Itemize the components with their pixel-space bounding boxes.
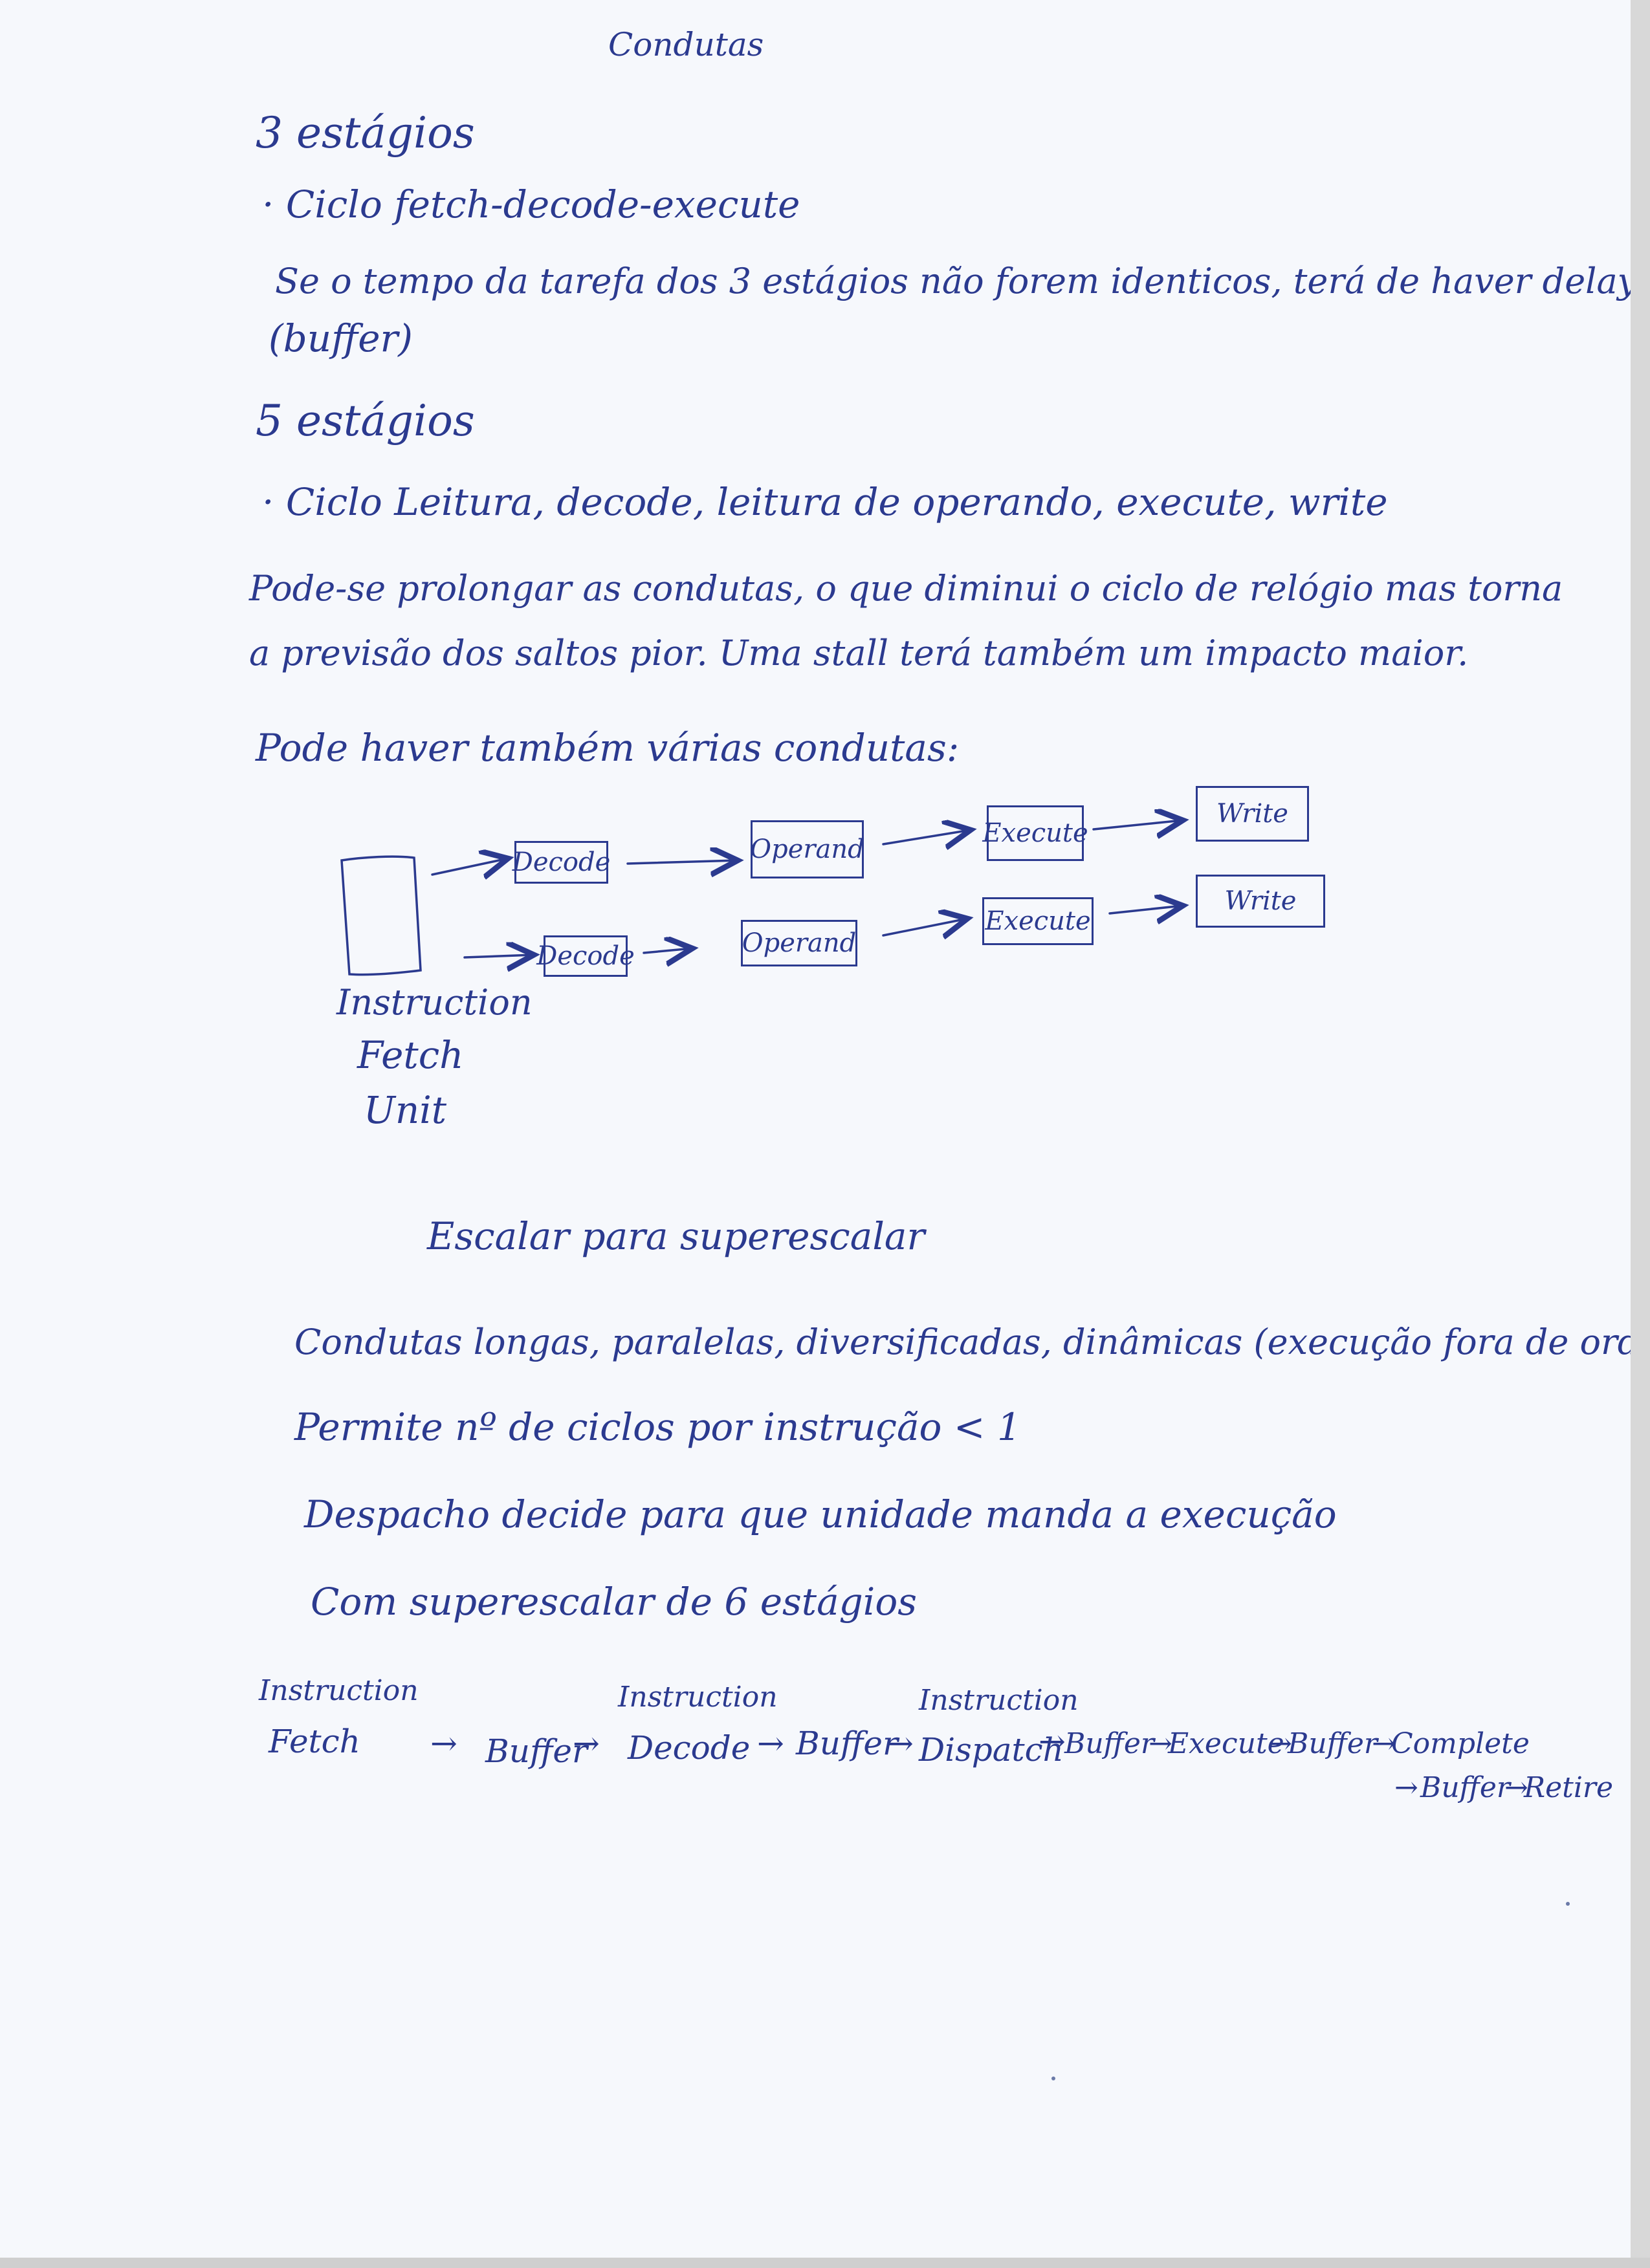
flow-fetch-line1: Instruction: [259, 1674, 419, 1707]
flow-decode-line2: Decode: [628, 1729, 751, 1767]
arrow-row1-1: [431, 858, 508, 875]
scan-edge-bottom: [0, 2258, 1650, 2268]
page-speck: [1566, 1902, 1570, 1906]
scan-edge-right: [1631, 0, 1650, 2268]
superscalar-line-1: Condutas longas, paralelas, diversificad…: [294, 1322, 1631, 1362]
flow-buffer-4: Buffer: [1288, 1727, 1378, 1760]
bullet-fetch-decode-execute: · Ciclo fetch-decode-execute: [262, 182, 800, 226]
flow-complete: Complete: [1391, 1727, 1530, 1760]
row1-execute-box: Execute: [982, 805, 1088, 861]
text-prolong-line2: a previsão dos saltos pior. Uma stall te…: [249, 633, 1469, 673]
fetch-unit-shape: [340, 855, 422, 976]
flow-fetch-line2: Fetch: [269, 1723, 360, 1760]
flow-arrow-1: →: [430, 1725, 457, 1762]
page-speck: [1051, 2077, 1055, 2080]
text-multiple-pipelines: Pode haver também várias condutas:: [256, 726, 960, 770]
arrow-row1-4: [1092, 820, 1183, 829]
fetch-unit-label-3: Unit: [364, 1088, 447, 1132]
flow-buffer-2: Buffer: [796, 1725, 898, 1762]
flow-buffer-1: Buffer: [485, 1732, 588, 1770]
arrow-row2-2: [643, 948, 692, 953]
flow-dispatch-line1: Instruction: [919, 1684, 1079, 1717]
flow-arrow-5: →: [1039, 1723, 1066, 1760]
row2-decode-box: Decode: [536, 935, 635, 977]
row1-write-box: Write: [1196, 786, 1309, 842]
arrow-row1-3: [882, 830, 971, 844]
flow-retire: Retire: [1524, 1771, 1613, 1804]
flow-buffer-5: Buffer: [1420, 1771, 1510, 1804]
arrow-row2-3: [882, 919, 967, 935]
flow-execute: Execute: [1168, 1727, 1284, 1760]
row2-execute-box: Execute: [982, 897, 1094, 945]
bullet-five-stage-cycle: · Ciclo Leitura, decode, leitura de oper…: [262, 480, 1388, 524]
flow-arrow-3: →: [757, 1725, 784, 1762]
text-delays-line2: (buffer): [269, 316, 413, 360]
flow-arrow-8: →: [1372, 1727, 1396, 1760]
heading-5-stages: 5 estágios: [256, 396, 475, 446]
superscalar-line-2: Permite nº de ciclos por instrução < 1: [294, 1405, 1021, 1449]
fetch-unit-label-1: Instruction: [336, 982, 533, 1023]
heading-3-stages: 3 estágios: [256, 108, 475, 158]
flow-dispatch-line2: Dispatch: [919, 1731, 1064, 1769]
text-prolong-line1: Pode-se prolongar as condutas, o que dim…: [249, 568, 1563, 609]
row1-operand-box: Operand: [750, 820, 864, 878]
flow-arrow-10: →: [1504, 1771, 1528, 1804]
row2-write-box: Write: [1196, 875, 1325, 928]
arrow-row2-1: [463, 955, 534, 957]
arrow-row1-2: [626, 860, 738, 864]
row1-decode-box: Decode: [512, 841, 610, 884]
flow-arrow-7: →: [1268, 1727, 1292, 1760]
flow-arrow-2: →: [573, 1725, 600, 1762]
flow-arrow-9: →: [1394, 1771, 1418, 1804]
text-delays-line1: Se o tempo da tarefa dos 3 estágios não …: [275, 261, 1631, 301]
flow-decode-line1: Instruction: [618, 1681, 778, 1714]
flow-arrow-4: →: [886, 1725, 914, 1762]
superscalar-line-3: Despacho decide para que unidade manda a…: [304, 1492, 1337, 1536]
row2-operand-box: Operand: [741, 920, 857, 966]
flow-buffer-3: Buffer: [1064, 1727, 1154, 1760]
heading-superscalar: Escalar para superescalar: [427, 1214, 925, 1258]
arrow-row2-4: [1108, 906, 1183, 913]
superscalar-line-4: Com superescalar de 6 estágios: [311, 1580, 918, 1624]
flow-arrow-6: →: [1149, 1727, 1172, 1760]
page-title: Condutas: [608, 26, 764, 63]
fetch-unit-label-2: Fetch: [357, 1033, 464, 1077]
